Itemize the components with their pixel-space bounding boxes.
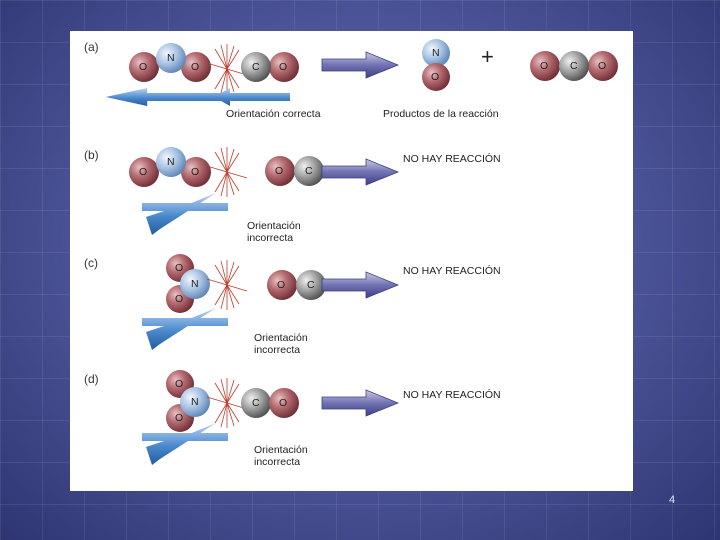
panel-letter-a: (a) xyxy=(84,40,99,54)
atom-label: O xyxy=(277,279,286,291)
panel-letter-c: (c) xyxy=(84,256,98,270)
result-label-c: NO HAY REACCIÓN xyxy=(403,265,501,277)
atom-label: O xyxy=(540,60,549,72)
collision-diagram xyxy=(105,39,618,465)
co2-product xyxy=(530,51,618,81)
no-product xyxy=(422,39,450,91)
atom-label: N xyxy=(167,52,175,64)
panel-c xyxy=(142,254,399,350)
atom-label: C xyxy=(307,279,315,291)
co-molecule xyxy=(241,52,299,82)
orientation-label-d: Orientación incorrecta xyxy=(254,444,308,468)
atom-label: O xyxy=(279,61,288,73)
result-label-d: NO HAY REACCIÓN xyxy=(403,389,501,401)
atom-label: O xyxy=(175,262,184,274)
atom-label: O xyxy=(279,397,288,409)
orientation-label-c: Orientación incorrecta xyxy=(254,332,308,356)
figure-panel: (a) (b) (c) (d) O N O C O N O + O C O O … xyxy=(70,31,633,491)
atom-label: C xyxy=(252,397,260,409)
atom-label: O xyxy=(431,71,440,83)
page-number: 4 xyxy=(669,494,676,506)
atom-label: N xyxy=(432,47,440,59)
result-label-b: NO HAY REACCIÓN xyxy=(403,153,501,165)
atom-label: O xyxy=(275,165,284,177)
atom-label: O xyxy=(139,166,148,178)
panel-a xyxy=(105,39,618,106)
atom-label: O xyxy=(191,166,200,178)
orientation-label-b: Orientación incorrecta xyxy=(247,220,301,244)
atom-label: N xyxy=(191,396,199,408)
atom-label: O xyxy=(175,293,184,305)
no2-molecule xyxy=(129,43,211,82)
atom-label: C xyxy=(252,61,260,73)
plus-sign: + xyxy=(481,44,494,69)
orientation-label-a: Orientación correcta xyxy=(226,108,321,120)
atom-label: C xyxy=(305,165,313,177)
panel-d xyxy=(142,370,399,465)
result-label-a: Productos de la reacción xyxy=(383,108,499,120)
atom-label: O xyxy=(139,61,148,73)
atom-label: N xyxy=(191,278,199,290)
atom-label: C xyxy=(570,60,578,72)
atom-label: N xyxy=(167,156,175,168)
atom-label: O xyxy=(191,61,200,73)
atom-label: O xyxy=(175,412,184,424)
panel-letter-b: (b) xyxy=(84,148,99,162)
atom-label: O xyxy=(598,60,607,72)
panel-letter-d: (d) xyxy=(84,372,99,386)
panel-b xyxy=(129,146,399,235)
atom-label: O xyxy=(175,378,184,390)
